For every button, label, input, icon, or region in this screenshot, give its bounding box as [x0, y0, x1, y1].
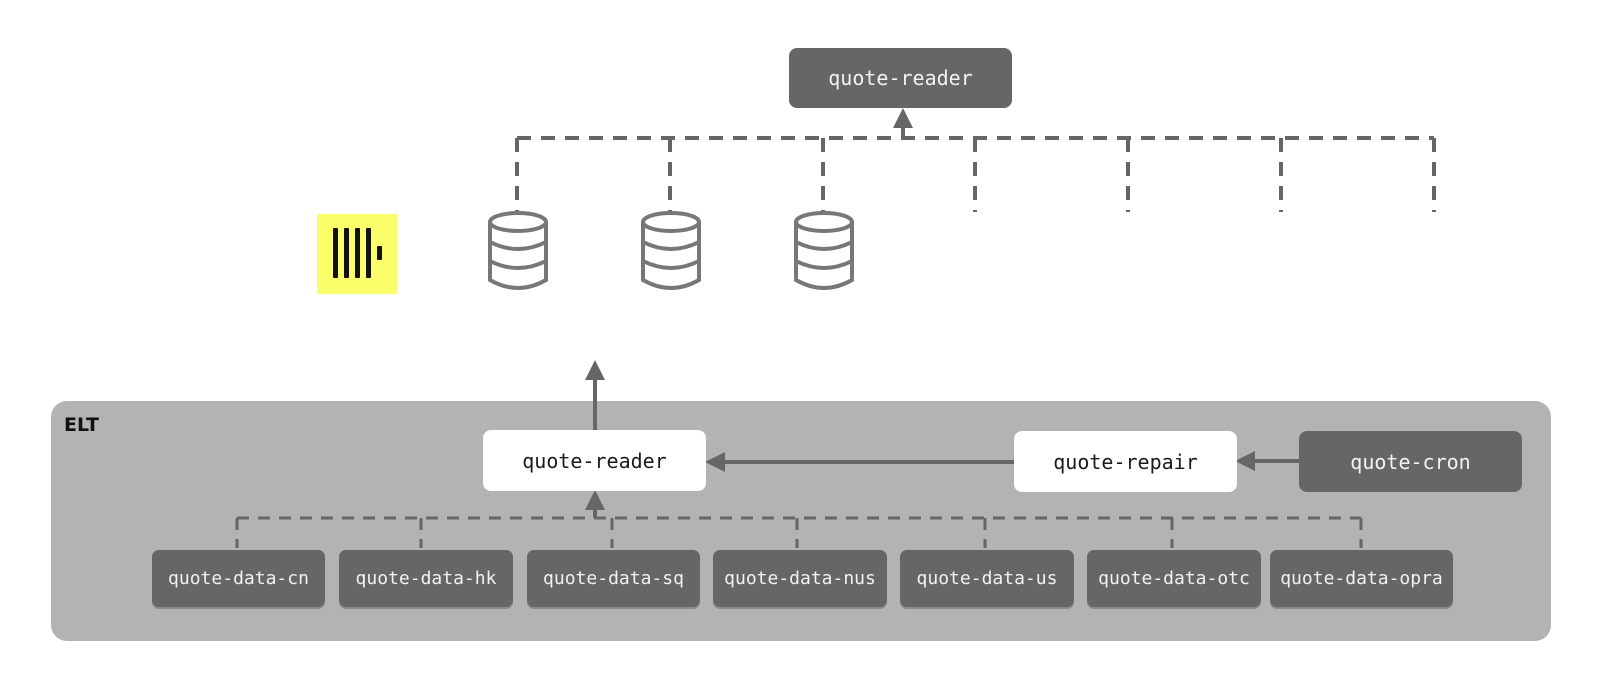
source-node-hk[interactable]: quote-data-hk — [339, 550, 513, 607]
clickhouse-logo-icon — [317, 214, 397, 294]
logo-bar — [366, 228, 371, 278]
logo-bar — [355, 228, 360, 278]
quote-cron-label: quote-cron — [1350, 449, 1471, 474]
source-label: quote-data-us — [916, 568, 1058, 589]
database-icon — [641, 211, 701, 290]
elt-quote-reader-node[interactable]: quote-reader — [483, 430, 706, 491]
database-icon — [794, 211, 854, 290]
top-quote-reader-node[interactable]: quote-reader — [789, 48, 1012, 108]
source-label: quote-data-sq — [543, 568, 684, 589]
source-node-opra[interactable]: quote-data-opra — [1270, 550, 1453, 607]
quote-cron-node[interactable]: quote-cron — [1299, 431, 1522, 492]
logo-bar — [333, 228, 338, 278]
quote-repair-label: quote-repair — [1053, 449, 1198, 474]
source-node-cn[interactable]: quote-data-cn — [152, 550, 325, 607]
source-label: quote-data-nus — [724, 568, 876, 589]
database-icon — [488, 211, 548, 290]
logo-bar — [344, 228, 349, 278]
source-label: quote-data-hk — [355, 568, 497, 589]
elt-quote-reader-label: quote-reader — [522, 448, 667, 473]
source-label: quote-data-cn — [168, 568, 309, 589]
source-label: quote-data-otc — [1098, 568, 1250, 589]
source-label: quote-data-opra — [1280, 568, 1443, 589]
quote-repair-node[interactable]: quote-repair — [1014, 431, 1237, 492]
bottom-dashed-bus — [235, 516, 1363, 548]
source-node-nus[interactable]: quote-data-nus — [713, 550, 887, 607]
top-quote-reader-label: quote-reader — [828, 66, 973, 90]
logo-dot — [377, 246, 382, 260]
elt-label: ELT — [64, 414, 99, 436]
source-node-sq[interactable]: quote-data-sq — [527, 550, 700, 607]
source-node-otc[interactable]: quote-data-otc — [1087, 550, 1261, 607]
source-node-us[interactable]: quote-data-us — [900, 550, 1074, 607]
top-dashed-bus — [515, 136, 1436, 212]
